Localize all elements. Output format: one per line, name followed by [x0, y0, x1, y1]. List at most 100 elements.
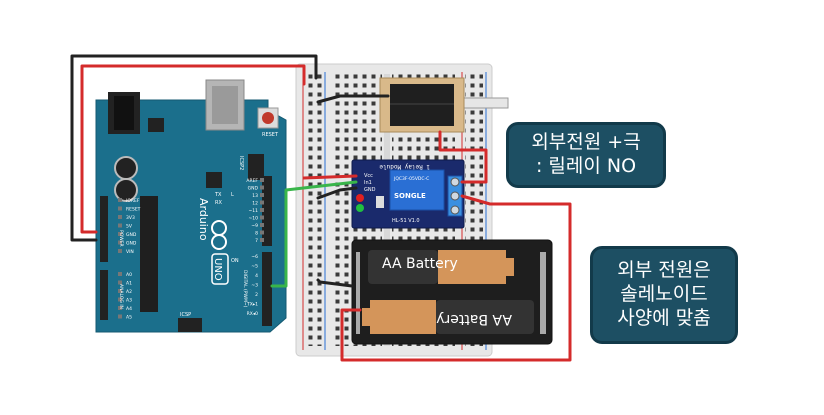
callout-line: 외부 전원은: [617, 259, 711, 282]
usb-port-inner: [212, 86, 238, 124]
wire-gnd: [70, 54, 318, 242]
power-header: [100, 196, 108, 262]
pin-label: ~3: [251, 283, 258, 289]
screw-nc: [450, 205, 460, 215]
relay-block: [389, 169, 445, 211]
battery-holder: AA Battery AA Battery: [351, 239, 553, 345]
header-pin: [118, 223, 122, 228]
header-pin: [118, 272, 122, 276]
wire-solenoid-negative: [316, 94, 390, 104]
header-pin: [260, 200, 264, 205]
power-header-label: POWER: [118, 230, 124, 247]
relay-module: 1 Relay Module Vcc In1 GND JQC3F-05VDC-C…: [351, 159, 465, 229]
battery-contact: [356, 252, 360, 334]
pin-label: 4: [255, 273, 258, 279]
pin-label: ~11: [249, 208, 259, 214]
capacitor: [114, 156, 138, 180]
icsp2-label: ICSP2: [238, 156, 244, 170]
header-pin: [118, 232, 122, 236]
relay-pin-label: Vcc: [364, 173, 373, 179]
pin-label: 12: [252, 201, 258, 207]
reset-button-cap: [262, 112, 274, 124]
header-pin: [260, 230, 264, 235]
arduino-logo-icon: [211, 220, 227, 250]
solenoid: [379, 77, 509, 133]
wire-relay-vcc: [302, 174, 358, 180]
header-pin: [260, 185, 264, 190]
callout-line: 사양에 맞춤: [617, 306, 711, 329]
battery-cell-2: AA Battery: [362, 300, 534, 334]
pin-label: GND: [126, 241, 137, 247]
icsp-label: ICSP: [180, 312, 191, 318]
pin-label: 3V3: [126, 215, 135, 221]
pin-label: 5V: [126, 224, 133, 230]
tx-label: TX: [214, 192, 222, 198]
icsp-header: [178, 318, 202, 332]
relay-brand: SONGLE: [394, 192, 426, 200]
callout-line: : 릴레이 NO: [535, 155, 637, 177]
rx-label: RX: [215, 200, 222, 206]
pin-label: A1: [126, 281, 132, 287]
header-pin: [118, 249, 122, 253]
pin-label: 2: [255, 292, 258, 298]
solenoid-plunger: [461, 97, 509, 109]
header-pin: [118, 240, 122, 245]
pin-label: ~6: [251, 254, 258, 260]
icsp2-header: [248, 154, 264, 180]
pin-label: A0: [126, 272, 132, 278]
digital-header-label: DIGITAL (PWM~): [242, 270, 248, 308]
relay-model: HL-51 V1.0: [392, 218, 420, 224]
callout-line: 외부전원 +극: [531, 131, 641, 154]
power-rail-holes: [306, 74, 324, 346]
callout-line: 솔레노이드: [620, 283, 708, 306]
header-pin: [118, 215, 122, 219]
pin-label: RESET: [126, 207, 141, 213]
header-pin: [118, 289, 122, 293]
pin-label: IOREF: [126, 198, 140, 204]
arduino-model: UNO: [212, 258, 223, 281]
wire-signal: [270, 180, 358, 288]
led-red: [356, 194, 364, 202]
header-pin: [260, 208, 264, 212]
wires: [70, 54, 572, 362]
header-pin: [118, 306, 122, 310]
usb-chip: [206, 172, 222, 188]
relay-pin-label: In1: [364, 180, 372, 186]
pin-label: GND: [126, 232, 137, 238]
wire-battery-negative: [316, 278, 354, 288]
header-pin: [260, 238, 264, 242]
battery-cell-1: AA Battery: [368, 250, 514, 284]
header-pin: [260, 215, 264, 220]
on-label: ON: [231, 258, 239, 264]
callout-power-spec: 외부 전원은 솔레노이드 사양에 맞춤: [590, 246, 738, 344]
pin-label: RX◂0: [247, 311, 258, 317]
led-green: [356, 204, 364, 212]
header-pin: [260, 178, 264, 182]
relay-part-number: JQC3F-05VDC-C: [393, 176, 429, 182]
pin-label: TX▸1: [246, 302, 258, 308]
power-jack-inner: [114, 96, 134, 130]
digital-header-high: [262, 176, 272, 246]
screw-com: [450, 191, 460, 201]
relay-pin-label: GND: [364, 187, 376, 193]
pin-label: A5: [126, 315, 132, 321]
arduino-brand: Arduino: [197, 198, 210, 241]
header-pin: [118, 297, 122, 302]
pin-label: ~10: [249, 216, 259, 222]
pin-label: GND: [248, 186, 259, 192]
solenoid-coil: [390, 84, 454, 126]
pin-label: A2: [126, 289, 132, 295]
resistor: [376, 196, 384, 208]
pin-label: 13: [252, 193, 258, 199]
wire-battery-positive: [340, 194, 572, 362]
wire-relay-gnd: [316, 186, 358, 200]
pin-label: ~5: [251, 264, 258, 270]
battery-label: AA Battery: [382, 256, 458, 272]
header-pin: [118, 198, 122, 202]
pin-label: 8: [255, 231, 258, 237]
voltage-regulator: [148, 118, 164, 132]
wire-5v: [80, 64, 306, 234]
wire-solenoid-positive: [438, 130, 488, 184]
